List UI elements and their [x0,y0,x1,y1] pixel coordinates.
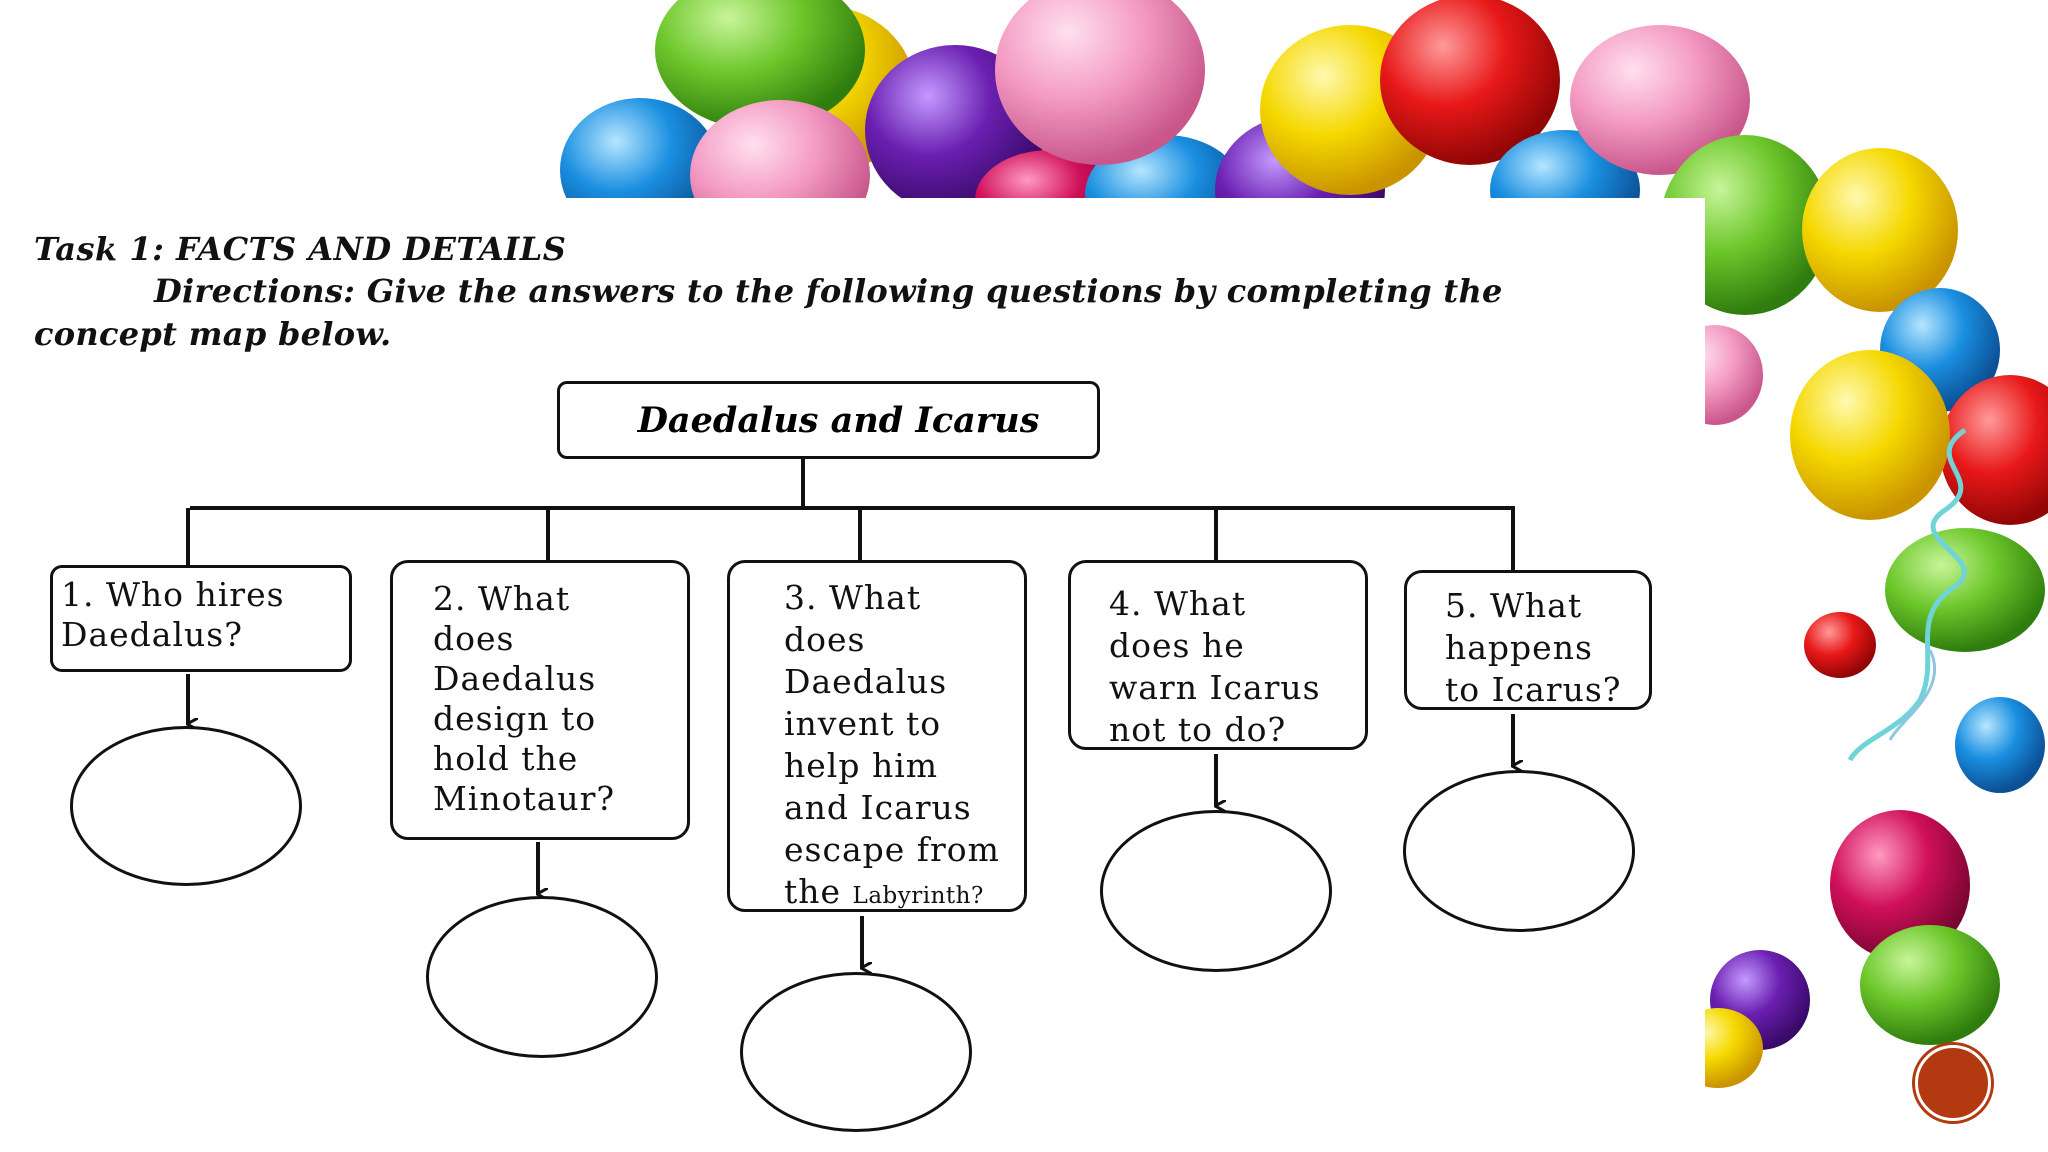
answer-circle-3[interactable] [740,972,972,1132]
answer-circle-5[interactable] [1403,770,1635,932]
concept-map-center-label: Daedalus and Icarus [637,399,1040,441]
question-1-box: 1. Who hires Daedalus? [50,565,352,672]
task-directions: Directions: Give the answers to the foll… [34,272,1503,353]
answer-circle-1[interactable] [70,726,302,886]
concept-map-center: Daedalus and Icarus [557,381,1100,459]
slide-nav-button[interactable] [1915,1045,1991,1121]
question-5-box: 5. What happens to Icarus? [1404,570,1652,710]
question-3-tail: Labyrinth? [852,883,984,909]
question-4-box: 4. What does he warn Icarus not to do? [1068,560,1368,750]
question-3-text: 3. What does Daedalus invent to help him… [784,578,1000,911]
worksheet-panel [0,198,1705,1093]
question-3-box: 3. What does Daedalus invent to help him… [727,560,1027,912]
question-1-text: 1. Who hires Daedalus? [61,575,285,654]
answer-circle-2[interactable] [426,896,658,1058]
question-2-text: 2. What does Daedalus design to hold the… [433,579,616,818]
question-2-box: 2. What does Daedalus design to hold the… [390,560,690,840]
task-title: Task 1: FACTS AND DETAILS [34,230,567,268]
question-5-text: 5. What happens to Icarus? [1445,586,1622,709]
question-4-text: 4. What does he warn Icarus not to do? [1109,584,1321,749]
answer-circle-4[interactable] [1100,810,1332,972]
